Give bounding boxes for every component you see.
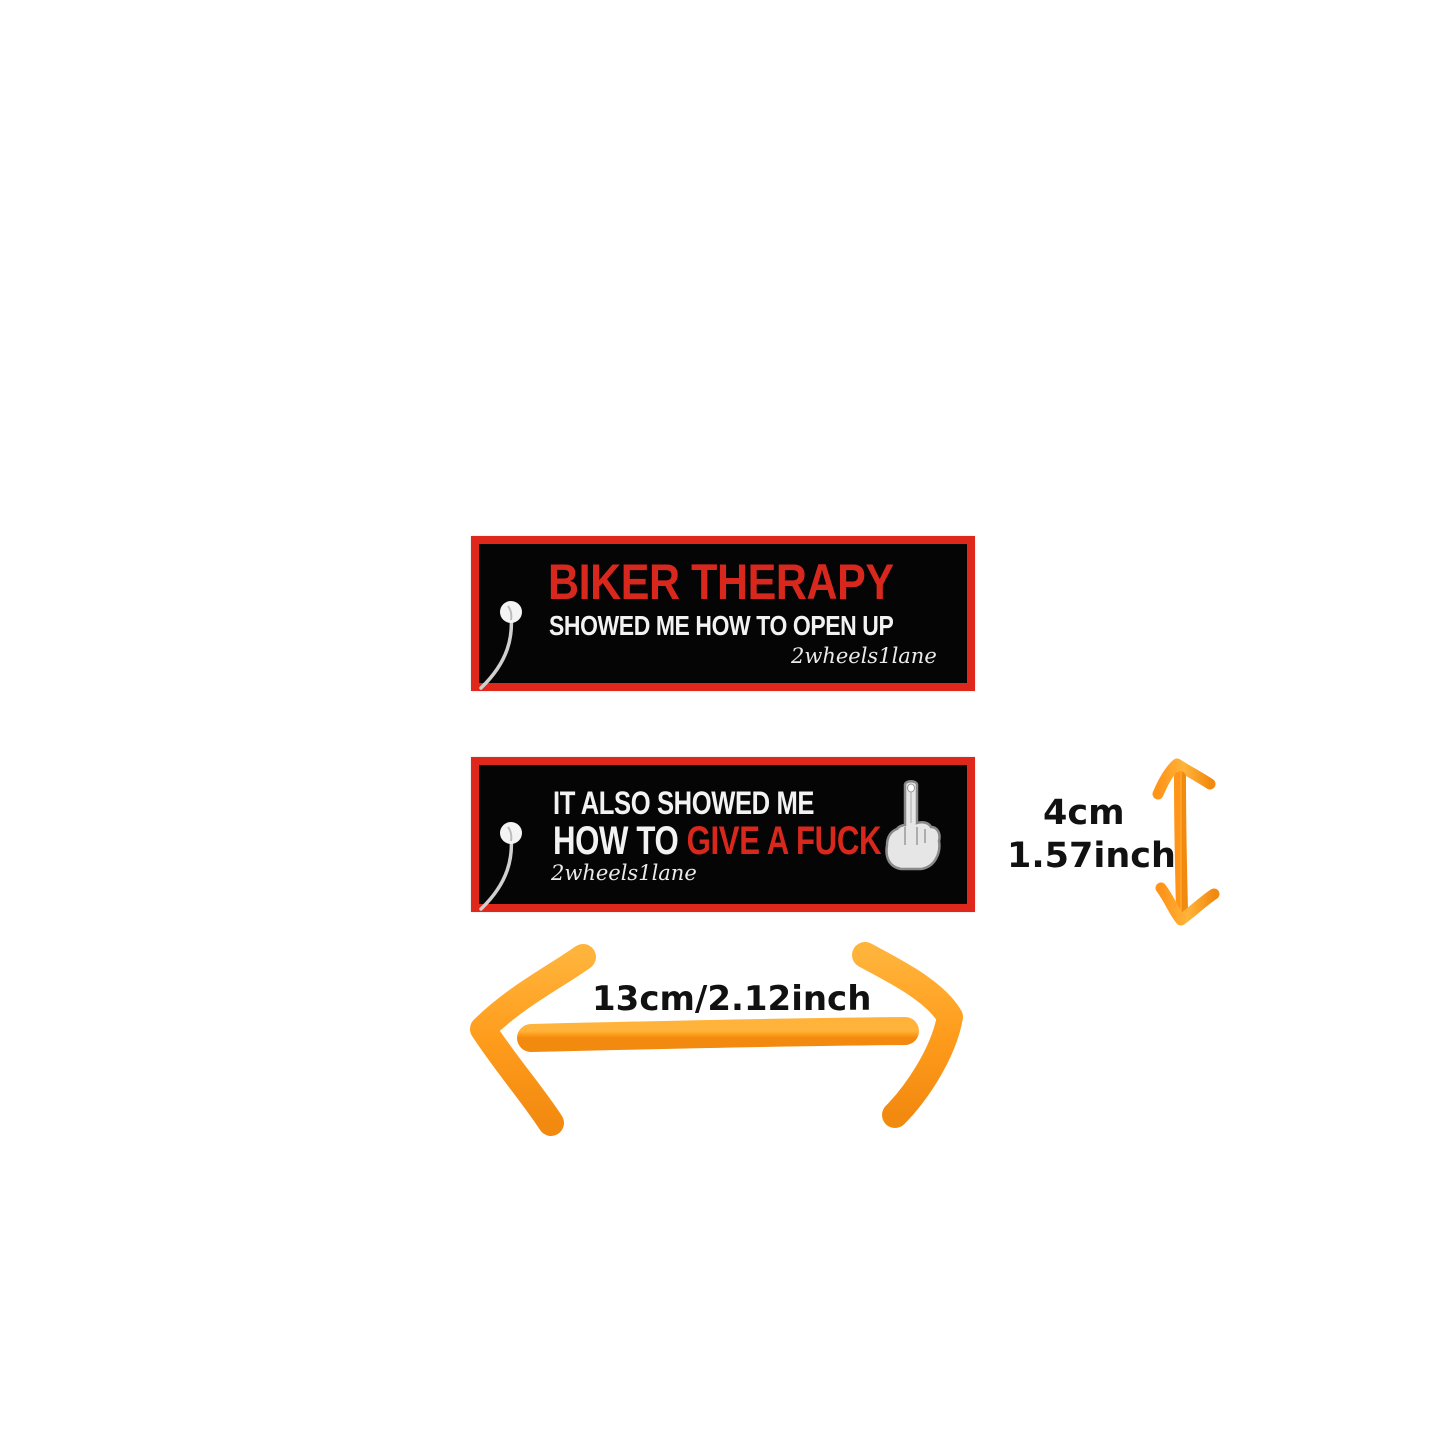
- tag-black-panel: [479, 765, 967, 904]
- tag-black-panel: [479, 544, 967, 683]
- tag-signature: 2wheels1lane: [551, 861, 697, 885]
- tag-signature: 2wheels1lane: [791, 644, 937, 668]
- keyring-loop-icon: [479, 822, 522, 911]
- tag-headline: BIKER THERAPY: [548, 554, 894, 610]
- middle-finger-hand-icon: [885, 780, 941, 871]
- keyring-loop-icon: [479, 601, 522, 690]
- height-cm-label: 4cm: [1043, 793, 1125, 833]
- horizontal-double-arrow-icon: [470, 942, 963, 1136]
- height-inch-label: 1.57inch: [1007, 836, 1176, 876]
- width-label: 13cm/2.12inch: [592, 979, 872, 1019]
- vertical-double-arrow-icon: [1152, 758, 1220, 926]
- tag-subline: SHOWED ME HOW TO OPEN UP: [549, 610, 894, 641]
- tag-headline: IT ALSO SHOWED ME: [553, 785, 815, 821]
- keychain-tag-give-a-fuck: IT ALSO SHOWED ME HOW TO GIVE A FUCK 2wh…: [471, 757, 975, 912]
- tag-subline: HOW TO GIVE A FUCK: [553, 819, 882, 863]
- keychain-tag-biker-therapy: BIKER THERAPY SHOWED ME HOW TO OPEN UP 2…: [471, 536, 975, 691]
